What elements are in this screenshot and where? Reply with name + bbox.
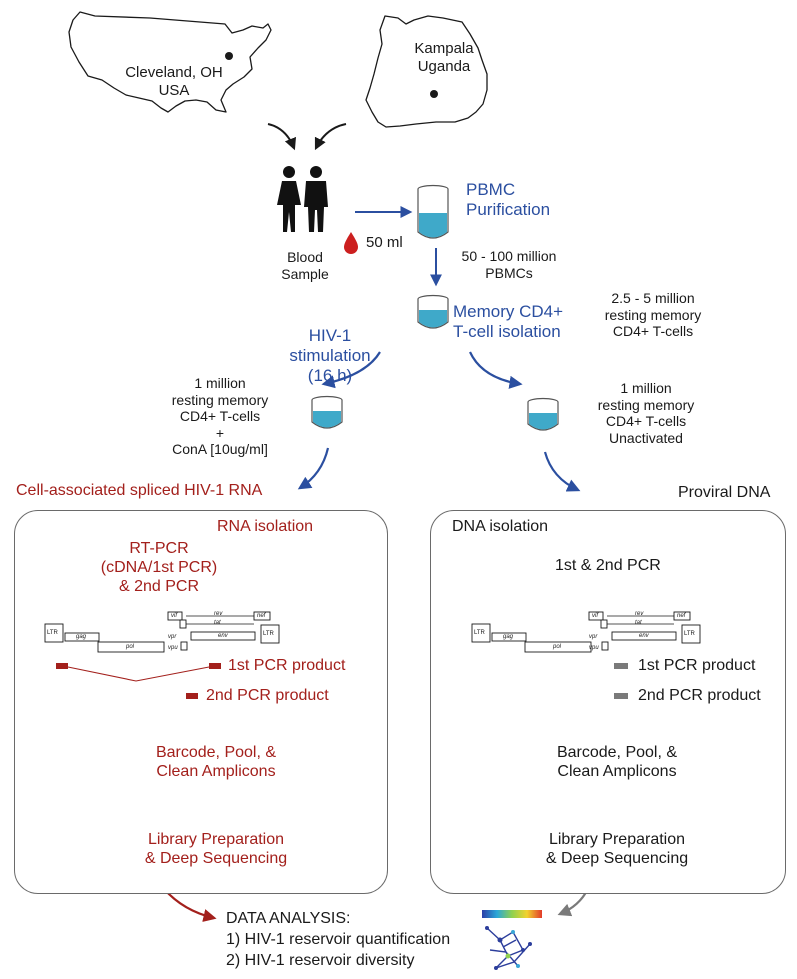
rna-vpr: vpr bbox=[168, 634, 177, 640]
tube-unactivated bbox=[527, 397, 559, 431]
rna-isolation-label: RNA isolation bbox=[217, 518, 314, 535]
spectrum-bar bbox=[482, 910, 542, 918]
dna-nef: nef bbox=[677, 613, 686, 619]
dna-vpr: vpr bbox=[589, 634, 598, 640]
analysis-title: DATA ANALYSIS: bbox=[226, 910, 351, 927]
arrow-usa bbox=[267, 123, 297, 151]
dna-env: env bbox=[639, 633, 649, 639]
analysis-item-2: 2) HIV-1 reservoir diversity bbox=[226, 952, 415, 969]
dna-pol: pol bbox=[553, 644, 562, 650]
arrow-to-dna bbox=[543, 451, 581, 492]
dna-barcode-label: Barcode, Pool, & Clean Amplicons bbox=[556, 744, 678, 780]
dna-ltr-left: LTR bbox=[474, 630, 485, 636]
stimulated-cells-label: 1 million resting memory CD4+ T-cells + … bbox=[171, 375, 269, 458]
arrow-to-rna bbox=[297, 447, 330, 490]
rna-library-label: Library Preparation & Deep Sequencing bbox=[144, 831, 288, 867]
dna-isolation-label: DNA isolation bbox=[452, 518, 549, 535]
kampala-marker bbox=[430, 90, 438, 98]
arrow-uganda bbox=[314, 123, 347, 151]
rna-pcr2-label: 2nd PCR product bbox=[206, 687, 329, 704]
blood-sample-label: Blood Sample bbox=[281, 249, 329, 282]
dna-heading: Proviral DNA bbox=[678, 484, 771, 501]
tube-memory bbox=[417, 294, 449, 329]
dna-gag: gag bbox=[503, 634, 514, 640]
rna-vif: vif bbox=[171, 613, 177, 619]
rna-pcr1-label: 1st PCR product bbox=[228, 657, 346, 674]
dna-library-label: Library Preparation & Deep Sequencing bbox=[545, 831, 689, 867]
rna-ltr-left: LTR bbox=[47, 630, 58, 636]
dna-rev: rev bbox=[635, 611, 644, 617]
rna-vpu: vpu bbox=[168, 645, 178, 651]
dna-pcr2-label: 2nd PCR product bbox=[638, 687, 761, 704]
cleveland-marker bbox=[225, 52, 233, 60]
uganda-location-label: Kampala Uganda bbox=[414, 40, 474, 75]
tube-stimulated bbox=[311, 395, 343, 429]
dna-panel bbox=[430, 510, 786, 894]
usa-map bbox=[68, 11, 272, 113]
rna-panel bbox=[14, 510, 388, 894]
rna-gag: gag bbox=[76, 634, 87, 640]
stimulation-label: HIV-1 stimulation (16 h) bbox=[289, 326, 371, 386]
dna-vif: vif bbox=[592, 613, 598, 619]
arrow-to-stimulation bbox=[321, 351, 381, 389]
pbmc-count-label: 50 - 100 million PBMCs bbox=[461, 248, 557, 281]
network-graph bbox=[485, 926, 532, 970]
dna-ltr-right: LTR bbox=[684, 631, 695, 637]
rna-heading: Cell-associated spliced HIV-1 RNA bbox=[16, 482, 263, 499]
rna-nef: nef bbox=[257, 613, 266, 619]
rna-rev: rev bbox=[214, 611, 223, 617]
memory-isolation-label: Memory CD4+ T-cell isolation bbox=[453, 302, 564, 342]
rna-tat: tat bbox=[214, 620, 221, 626]
blood-drop-icon bbox=[344, 232, 358, 254]
dna-pcr1-label: 1st PCR product bbox=[638, 657, 756, 674]
blood-volume-label: 50 ml bbox=[366, 234, 403, 251]
uganda-map bbox=[365, 15, 488, 128]
people-icon bbox=[277, 166, 328, 232]
dna-tat: tat bbox=[635, 620, 642, 626]
arrow-to-unactivated bbox=[469, 351, 523, 389]
memory-count-label: 2.5 - 5 million resting memory CD4+ T-ce… bbox=[604, 290, 702, 340]
dna-pcr-label: 1st & 2nd PCR bbox=[555, 557, 661, 574]
rna-barcode-label: Barcode, Pool, & Clean Amplicons bbox=[155, 744, 277, 780]
pbmc-purification-label: PBMC Purification bbox=[466, 180, 551, 220]
usa-location-label: Cleveland, OH USA bbox=[125, 64, 223, 99]
rna-pol: pol bbox=[126, 644, 135, 650]
rna-ltr-right: LTR bbox=[263, 631, 274, 637]
rna-env: env bbox=[218, 633, 228, 639]
analysis-item-1: 1) HIV-1 reservoir quantification bbox=[226, 931, 451, 948]
tube-pbmc bbox=[417, 184, 449, 239]
rtpcr-label: RT-PCR (cDNA/1st PCR) & 2nd PCR bbox=[100, 540, 218, 595]
dna-vpu: vpu bbox=[589, 645, 599, 651]
unactivated-cells-label: 1 million resting memory CD4+ T-cells Un… bbox=[597, 380, 695, 446]
